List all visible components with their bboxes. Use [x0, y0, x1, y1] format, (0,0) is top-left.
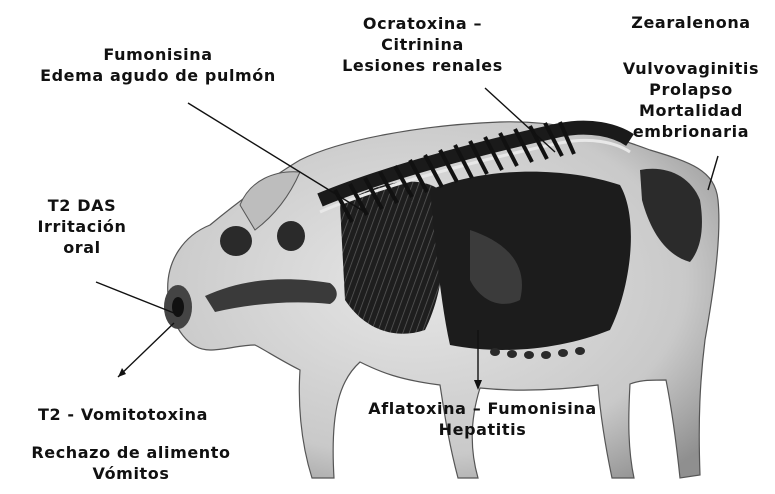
eye-region [277, 221, 305, 251]
label-aflatoxina-effect: Hepatitis [355, 419, 610, 440]
label-t2-vomitotoxina: T2 - Vomitotoxina [18, 404, 228, 425]
label-aflatoxina: Aflatoxina – Fumonisina Hepatitis [355, 398, 610, 440]
label-t2das-effect2: oral [22, 237, 142, 258]
label-ocratoxina-title: Ocratoxina – [315, 13, 530, 34]
pointer-t2das [96, 282, 174, 313]
label-fumonisina: Fumonisina Edema agudo de pulmón [8, 44, 308, 86]
label-zearalenona: Zearalenona [616, 12, 766, 33]
label-fumonisina-title: Fumonisina [8, 44, 308, 65]
label-vulvovaginitis: Vulvovaginitis Prolapso Mortalidad embri… [610, 58, 772, 142]
pointer-t2vomi [118, 323, 174, 377]
label-ocratoxina-effect: Lesiones renales [315, 55, 530, 76]
label-t2das-effect: Irritación [22, 216, 142, 237]
brain-organ [220, 226, 252, 256]
label-zearalenona-title: Zearalenona [616, 12, 766, 33]
label-ocratoxina: Ocratoxina – Citrinina Lesiones renales [315, 13, 530, 76]
label-vulvo-4: embrionaria [610, 121, 772, 142]
label-vulvo-2: Prolapso [610, 79, 772, 100]
lung-organ [340, 182, 445, 334]
label-vulvo-3: Mortalidad [610, 100, 772, 121]
label-aflatoxina-title: Aflatoxina – Fumonisina [355, 398, 610, 419]
label-vulvo-1: Vulvovaginitis [610, 58, 772, 79]
label-rechazo-1: Rechazo de alimento [6, 442, 256, 463]
label-ocratoxina-title2: Citrinina [315, 34, 530, 55]
label-rechazo: Rechazo de alimento Vómitos [6, 442, 256, 484]
label-t2das-title: T2 DAS [22, 195, 142, 216]
label-t2das: T2 DAS Irritación oral [22, 195, 142, 258]
abdomen-organs [430, 172, 631, 350]
label-rechazo-2: Vómitos [6, 463, 256, 484]
label-fumonisina-effect: Edema agudo de pulmón [8, 65, 308, 86]
label-t2vomi-title: T2 - Vomitotoxina [18, 404, 228, 425]
